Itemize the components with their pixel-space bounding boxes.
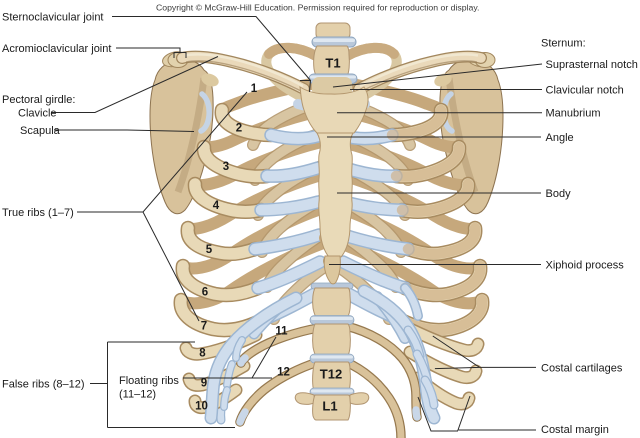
svg-text:Copyright © McGraw-Hill Educat: Copyright © McGraw-Hill Education. Permi… — [156, 3, 479, 13]
svg-text:Clavicular notch: Clavicular notch — [546, 85, 624, 97]
svg-text:T1: T1 — [325, 56, 340, 71]
svg-text:Costal margin: Costal margin — [541, 424, 609, 436]
svg-text:Clavicle: Clavicle — [18, 108, 57, 120]
svg-text:12: 12 — [277, 367, 290, 379]
svg-text:Sternoclavicular joint: Sternoclavicular joint — [2, 12, 104, 24]
svg-text:1: 1 — [251, 83, 258, 95]
svg-text:Suprasternal notch: Suprasternal notch — [546, 59, 638, 71]
svg-text:3: 3 — [223, 161, 229, 173]
svg-text:Sternum:: Sternum: — [541, 38, 586, 50]
svg-text:Scapula: Scapula — [20, 125, 61, 137]
svg-text:Acromioclavicular joint: Acromioclavicular joint — [2, 43, 111, 55]
svg-text:Costal cartilages: Costal cartilages — [541, 362, 623, 374]
svg-text:7: 7 — [201, 321, 207, 333]
svg-text:Floating ribs: Floating ribs — [119, 375, 179, 387]
svg-text:Body: Body — [546, 188, 572, 200]
svg-text:6: 6 — [202, 287, 208, 299]
svg-text:True ribs (1–7): True ribs (1–7) — [2, 207, 74, 219]
svg-text:4: 4 — [213, 200, 220, 212]
svg-text:Xiphoid process: Xiphoid process — [546, 260, 625, 272]
svg-text:Manubrium: Manubrium — [546, 108, 601, 120]
svg-text:Angle: Angle — [546, 132, 574, 144]
svg-text:11: 11 — [275, 326, 288, 338]
svg-text:9: 9 — [201, 378, 207, 390]
svg-text:Pectoral girdle:: Pectoral girdle: — [2, 94, 75, 106]
svg-text:T12: T12 — [320, 367, 342, 382]
svg-text:(11–12): (11–12) — [119, 389, 156, 401]
svg-text:8: 8 — [199, 348, 206, 360]
svg-text:False ribs (8–12): False ribs (8–12) — [2, 379, 85, 391]
svg-text:2: 2 — [236, 123, 242, 135]
svg-text:L1: L1 — [322, 399, 337, 414]
svg-text:10: 10 — [195, 401, 208, 413]
svg-text:5: 5 — [206, 244, 213, 256]
